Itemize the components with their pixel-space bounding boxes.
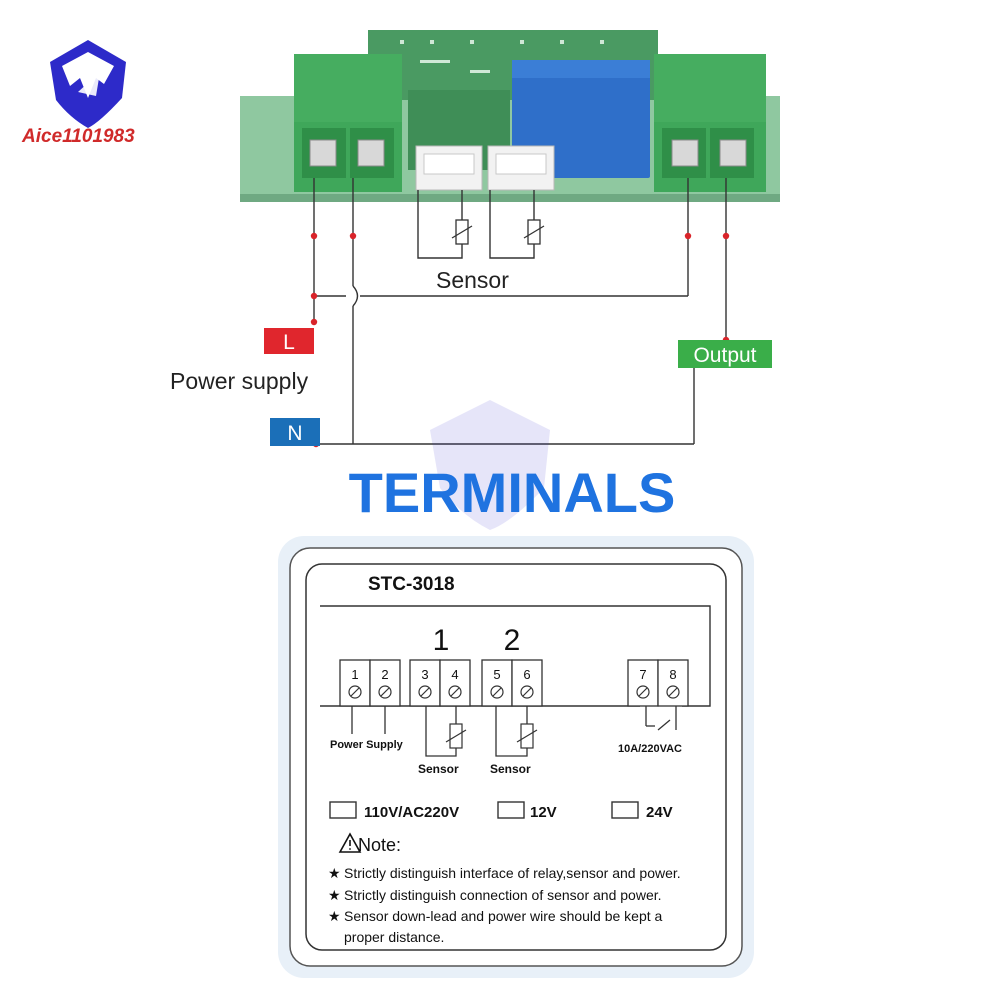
note-item: Sensor down-lead and power wire should b… [344,908,663,924]
group-2-label: 2 [504,624,521,657]
terminal-number: 1 [351,667,358,682]
watermark [430,400,550,530]
pcb-traces [400,40,604,73]
page-title: TERMINALS [349,461,676,524]
output-tag-label: Output [693,344,756,367]
star-icon: ★ [328,865,341,881]
terminal-boxes [339,659,689,707]
logo-text: Aice1101983 [21,126,135,147]
terminal-number: 8 [669,667,676,682]
relay-rating-label: 10A/220VAC [618,743,682,755]
star-icon: ★ [328,887,341,903]
panel-thermistors [445,723,538,749]
model-label: STC-3018 [368,574,455,595]
voltage-option: 12V [530,804,557,821]
live-tag-label: L [283,331,295,354]
terminal-number: 4 [451,667,458,682]
group-1-label: 1 [433,624,450,657]
voltage-options: 110V/AC220V 12V 24V [329,801,673,821]
warning-triangle-icon [338,832,362,853]
voltage-option: 24V [646,804,673,821]
terminal-number: 5 [493,667,500,682]
terminal-number: 7 [639,667,646,682]
note-section: Note: ★ Strictly distinguish interface o… [328,832,681,945]
note-item: Strictly distinguish interface of relay,… [344,865,681,881]
wiring [313,178,727,445]
panel-wiring [351,706,677,757]
sensor-1-terminal-label: Sensor [418,762,459,776]
live-tag: L [264,328,314,354]
note-item: Strictly distinguish connection of senso… [344,887,662,903]
neutral-tag-label: N [287,422,302,445]
brand-logo: Aice1101983 [21,40,135,147]
power-terminal-label: Power Supply [330,739,404,751]
terminal-block-left [294,54,402,192]
terminal-numbers: 1 2 3 4 5 6 7 8 [351,667,676,682]
note-item: proper distance. [344,929,444,945]
voltage-checkbox [329,801,357,819]
terminal-screws [348,685,680,699]
note-title: Note: [358,835,401,855]
voltage-checkbox [611,801,639,819]
power-supply-label: Power supply [170,368,309,394]
terminal-number: 2 [381,667,388,682]
thermistor-symbols [451,219,545,245]
sensor-connectors [415,145,555,191]
sensor-2-terminal-label: Sensor [490,762,531,776]
watermark-logo-icon [430,400,550,530]
neutral-tag: N [270,418,320,446]
voltage-checkbox [497,801,525,819]
sensor-wiring-label: Sensor [436,267,509,293]
terminal-number: 6 [523,667,530,682]
output-tag: Output [678,340,772,368]
terminal-number: 3 [421,667,428,682]
voltage-option: 110V/AC220V [364,804,459,821]
terminal-block-right [654,54,766,192]
controller-board [240,30,780,202]
star-icon: ★ [328,908,341,924]
terminal-panel: STC-3018 1 2 1 2 3 4 5 6 7 8 [278,536,754,978]
